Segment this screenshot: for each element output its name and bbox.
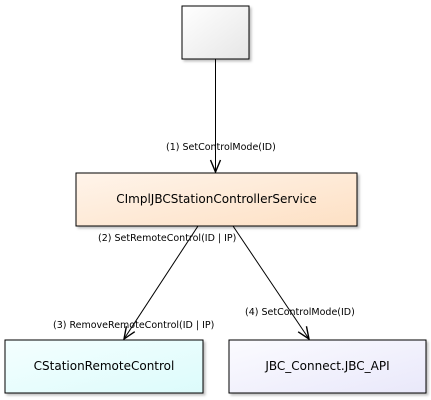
edge-service-to-remote-control: (2) SetRemoteControl(ID | IP) (3) Remove… bbox=[53, 225, 236, 339]
service-label: CImplJBCStationControllerService bbox=[116, 192, 317, 206]
remote-control-node[interactable]: CStationRemoteControl bbox=[4, 339, 204, 394]
jbc-api-node[interactable]: JBC_Connect.JBC_API bbox=[228, 339, 427, 394]
arrow-service-to-jbc-api bbox=[232, 225, 309, 339]
remote-control-box bbox=[4, 339, 204, 394]
edge-label-2: (2) SetRemoteControl(ID | IP) bbox=[98, 233, 236, 244]
jbc-api-box bbox=[228, 339, 427, 394]
edge-label-1: (1) SetControlMode(ID) bbox=[166, 142, 276, 153]
service-box bbox=[75, 172, 358, 227]
caller-node[interactable] bbox=[181, 5, 250, 60]
edge-label-3: (3) RemoveRemoteControl(ID | IP) bbox=[53, 320, 214, 331]
arrow-service-to-remote-control bbox=[124, 225, 199, 339]
jbc-api-label: JBC_Connect.JBC_API bbox=[264, 359, 389, 373]
edge-label-4: (4) SetControlMode(ID) bbox=[245, 307, 355, 318]
caller-box bbox=[181, 5, 250, 60]
remote-control-label: CStationRemoteControl bbox=[34, 359, 175, 373]
service-node[interactable]: CImplJBCStationControllerService bbox=[75, 172, 358, 227]
edge-caller-to-service: (1) SetControlMode(ID) bbox=[166, 59, 276, 172]
edge-service-to-jbc-api: (4) SetControlMode(ID) bbox=[232, 225, 355, 339]
